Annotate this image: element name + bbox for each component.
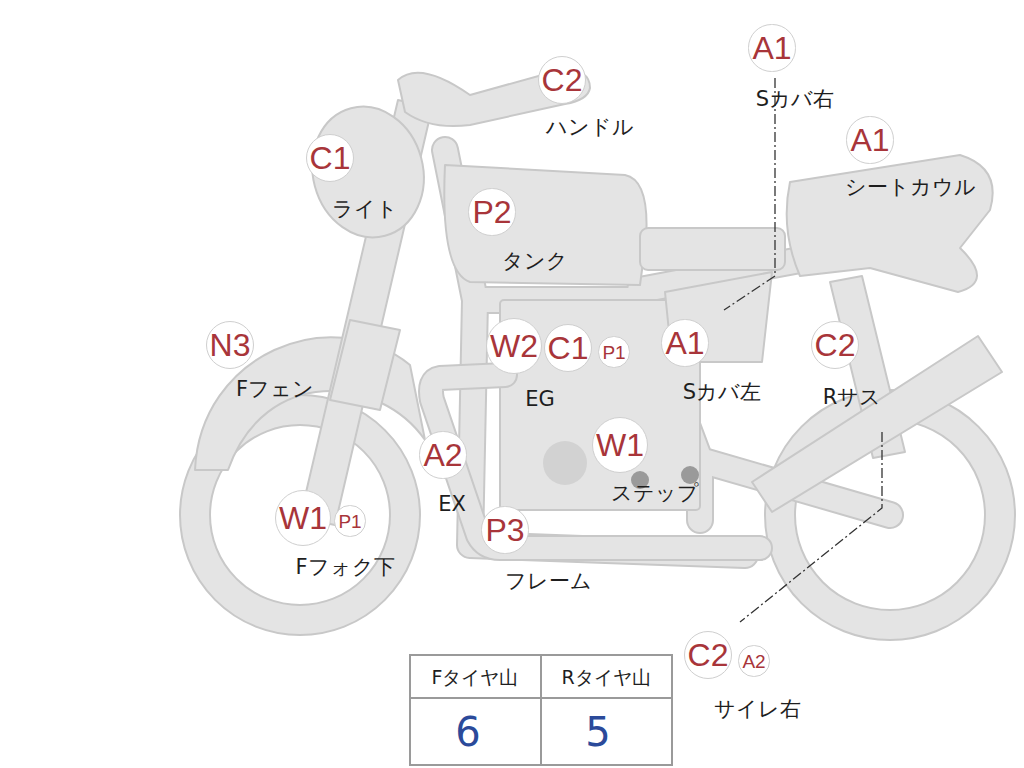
part-name: シートカウル bbox=[845, 176, 976, 199]
damage-code: P2 bbox=[472, 196, 511, 228]
damage-code: N3 bbox=[210, 329, 251, 361]
damage-code: C2 bbox=[542, 64, 583, 96]
damage-code-circle: W2 bbox=[486, 318, 542, 374]
damage-code: W2 bbox=[490, 330, 538, 362]
damage-code: P1 bbox=[602, 343, 625, 362]
damage-code-circle: C2 bbox=[684, 631, 733, 680]
part-name: EX bbox=[438, 493, 466, 516]
damage-code: C1 bbox=[548, 332, 589, 364]
damage-code-circle: P2 bbox=[468, 188, 515, 235]
damage-code: A1 bbox=[665, 327, 704, 359]
damage-code-circle: P3 bbox=[481, 506, 528, 553]
damage-code: A1 bbox=[850, 124, 889, 156]
damage-code-circle: W1 bbox=[592, 417, 648, 473]
damage-code-circle: A1 bbox=[846, 116, 893, 163]
part-name: フレーム bbox=[505, 570, 592, 593]
damage-code-circle: P1 bbox=[334, 505, 365, 536]
damage-code: W1 bbox=[279, 502, 327, 534]
damage-code: P3 bbox=[485, 514, 524, 546]
part-name: サイレ右 bbox=[714, 698, 801, 721]
damage-code-circle: A2 bbox=[738, 645, 769, 676]
part-name: Fフォク下 bbox=[295, 556, 394, 579]
damage-code: A1 bbox=[752, 32, 791, 64]
damage-code-circle: C2 bbox=[538, 56, 587, 105]
damage-code: W1 bbox=[596, 429, 644, 461]
damage-code: C2 bbox=[815, 329, 856, 361]
part-name: EG bbox=[525, 388, 555, 411]
damage-code: C2 bbox=[688, 639, 729, 671]
part-name: ハンドル bbox=[546, 116, 634, 139]
damage-code-circle: C2 bbox=[811, 321, 860, 370]
damage-code: A2 bbox=[742, 652, 765, 671]
damage-code-circle: C1 bbox=[544, 324, 593, 373]
damage-code-circle: A1 bbox=[661, 319, 708, 366]
table-cell: Fタイヤ山 bbox=[432, 667, 519, 688]
part-name: Rサス bbox=[823, 386, 882, 409]
damage-code-circle: N3 bbox=[206, 321, 255, 370]
part-name: タンク bbox=[502, 250, 568, 273]
table-cell: 5 bbox=[585, 710, 610, 754]
damage-code-circle: A1 bbox=[748, 24, 795, 71]
part-name: ライト bbox=[332, 198, 398, 221]
part-name: Fフェン bbox=[236, 378, 314, 401]
damage-code-circle: W1 bbox=[275, 490, 331, 546]
damage-code-circle: C1 bbox=[306, 134, 355, 183]
part-name: ステップ bbox=[611, 482, 699, 505]
damage-code: A2 bbox=[423, 439, 462, 471]
damage-code-circle: P1 bbox=[598, 336, 629, 367]
table-cell: Rタイヤ山 bbox=[561, 667, 650, 688]
damage-code: C1 bbox=[310, 142, 351, 174]
damage-code-circle: A2 bbox=[419, 431, 466, 478]
damage-code: P1 bbox=[338, 512, 361, 531]
table-cell: 6 bbox=[455, 710, 480, 754]
part-name: Sカバ左 bbox=[683, 381, 761, 404]
part-name: Sカバ右 bbox=[756, 88, 834, 111]
